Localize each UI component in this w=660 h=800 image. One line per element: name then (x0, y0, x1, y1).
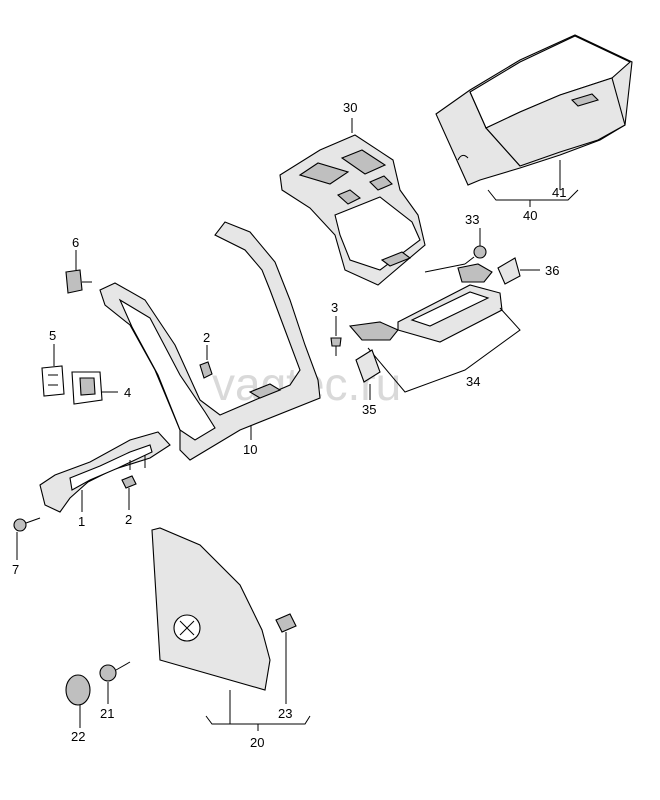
cover-35 (355, 349, 381, 383)
callout-22: 22 (71, 729, 85, 744)
clip-2-upper (199, 361, 213, 379)
callout-34: 34 (466, 374, 480, 389)
callout-36: 36 (545, 263, 559, 278)
callout-41: 41 (552, 185, 566, 200)
callout-30: 30 (343, 100, 357, 115)
bracket-1 (39, 431, 171, 513)
clip-6 (65, 269, 92, 294)
callout-40: 40 (523, 208, 537, 223)
cover-36 (497, 257, 521, 285)
bracket-34 (367, 307, 521, 393)
callout-10: 10 (243, 442, 257, 457)
callout-23: 23 (278, 706, 292, 721)
bracket-40 (487, 189, 579, 201)
callout-20: 20 (250, 735, 264, 750)
callout-6: 6 (72, 235, 79, 250)
side-trim (99, 221, 321, 461)
callout-35: 35 (362, 402, 376, 417)
callout-2-upper: 2 (203, 330, 210, 345)
screw-33 (464, 245, 487, 265)
callout-5: 5 (49, 328, 56, 343)
console-frame (279, 134, 426, 286)
callout-33: 33 (465, 212, 479, 227)
clip-5 (41, 365, 65, 397)
cap-22 (65, 674, 91, 706)
screw-7 (13, 517, 41, 532)
callout-1: 1 (78, 514, 85, 529)
clip-23 (275, 613, 297, 633)
callout-2-lower: 2 (125, 512, 132, 527)
bracket-20 (205, 715, 311, 725)
callout-4: 4 (124, 385, 131, 400)
callout-3: 3 (331, 300, 338, 315)
screw-21 (99, 661, 131, 682)
side-panel-20 (151, 527, 271, 691)
clip-4 (71, 371, 103, 405)
callout-7: 7 (12, 562, 19, 577)
screw-3 (330, 337, 342, 356)
clip-2-lower (121, 475, 137, 489)
storage-box (435, 34, 633, 186)
callout-21: 21 (100, 706, 114, 721)
